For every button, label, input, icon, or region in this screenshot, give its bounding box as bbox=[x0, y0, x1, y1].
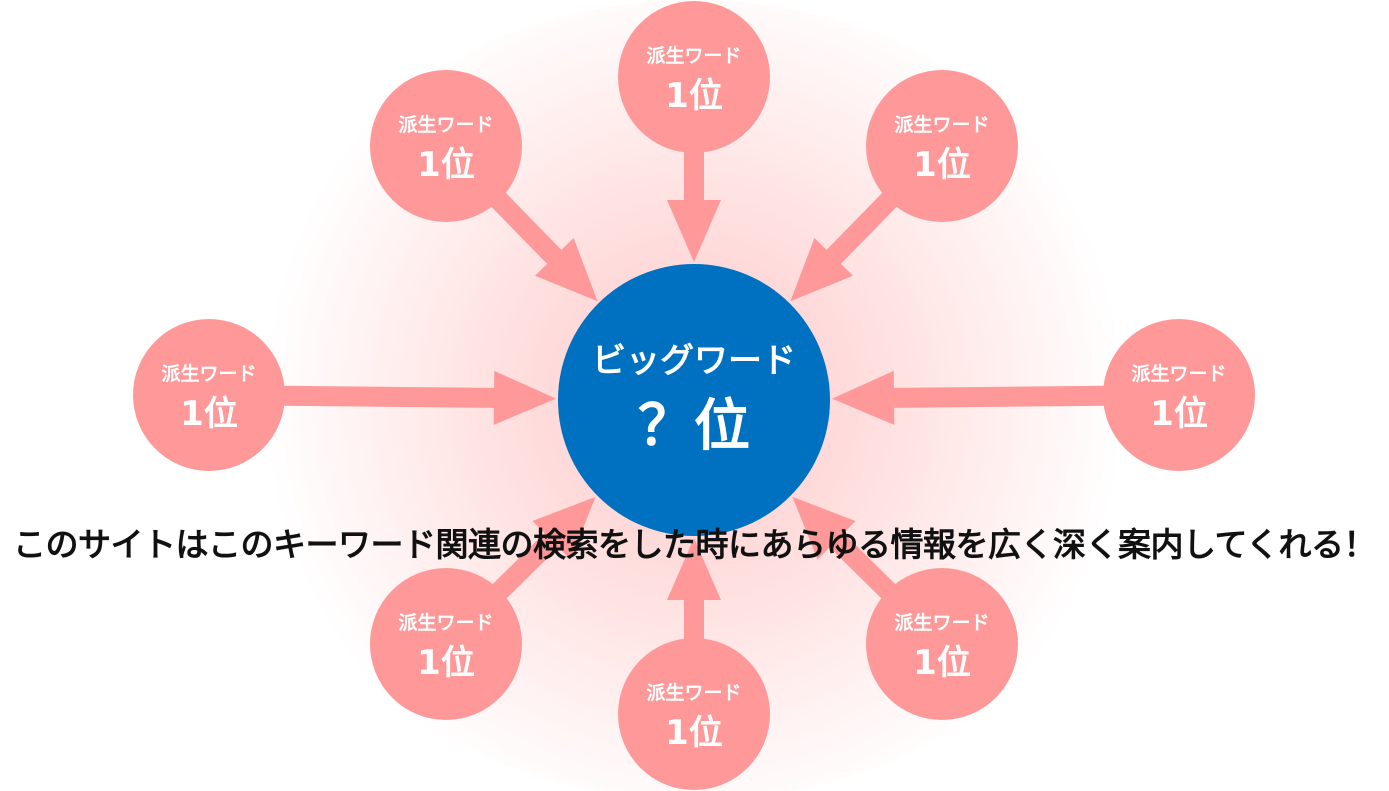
center-circle bbox=[558, 264, 830, 536]
node-label: 派生ワード bbox=[1131, 362, 1226, 385]
node-bottom: 派生ワード 1位 bbox=[618, 638, 770, 790]
node-top-left: 派生ワード 1位 bbox=[370, 70, 522, 222]
node-label: 派生ワード bbox=[894, 611, 989, 634]
node-circle bbox=[866, 70, 1018, 222]
node-label: 派生ワード bbox=[398, 113, 493, 136]
node-bottom-left: 派生ワード 1位 bbox=[370, 568, 522, 720]
arrow-left bbox=[280, 370, 556, 425]
arrow-right bbox=[832, 370, 1108, 425]
node-circle bbox=[370, 568, 522, 720]
node-rank: 1位 bbox=[417, 643, 475, 683]
node-label: 派生ワード bbox=[398, 611, 493, 634]
arrow-top-right bbox=[790, 190, 899, 302]
node-circle bbox=[618, 1, 770, 153]
node-label: 派生ワード bbox=[646, 681, 741, 704]
node-circle bbox=[618, 638, 770, 790]
arrow-bottom-right bbox=[792, 496, 898, 601]
arrows-group bbox=[280, 149, 1108, 642]
node-circle bbox=[1103, 319, 1255, 471]
node-rank: 1位 bbox=[665, 76, 723, 116]
center-rank: ？位 bbox=[638, 394, 750, 459]
node-top-right: 派生ワード 1位 bbox=[866, 70, 1018, 222]
node-rank: 1位 bbox=[180, 394, 238, 434]
node-label: 派生ワード bbox=[894, 113, 989, 136]
node-rank: 1位 bbox=[913, 145, 971, 185]
node-rank: 1位 bbox=[665, 713, 723, 753]
arrow-top-left bbox=[489, 190, 598, 302]
node-bottom-right: 派生ワード 1位 bbox=[866, 568, 1018, 720]
node-circle bbox=[866, 568, 1018, 720]
node-label: 派生ワード bbox=[161, 362, 256, 385]
caption-text: このサイトはこのキーワード関連の検索をした時にあらゆる情報を広く深く案内してくれ… bbox=[12, 525, 1377, 564]
node-circle bbox=[370, 70, 522, 222]
center-title: ビッグワード bbox=[592, 341, 796, 381]
node-rank: 1位 bbox=[913, 643, 971, 683]
nodes-group: 派生ワード1位派生ワード1位派生ワード1位派生ワード1位派生ワード1位派生ワード… bbox=[133, 1, 1255, 790]
node-circle bbox=[133, 319, 285, 471]
node-left: 派生ワード 1位 bbox=[133, 319, 285, 471]
node-top: 派生ワード 1位 bbox=[618, 1, 770, 153]
center-node: ビッグワード ？位 bbox=[558, 264, 830, 536]
node-label: 派生ワード bbox=[646, 44, 741, 67]
arrow-bottom-left bbox=[490, 496, 596, 601]
arrow-top bbox=[667, 149, 721, 262]
node-right: 派生ワード 1位 bbox=[1103, 319, 1255, 471]
node-rank: 1位 bbox=[417, 145, 475, 185]
arrow-bottom bbox=[667, 538, 721, 642]
node-rank: 1位 bbox=[1150, 394, 1208, 434]
